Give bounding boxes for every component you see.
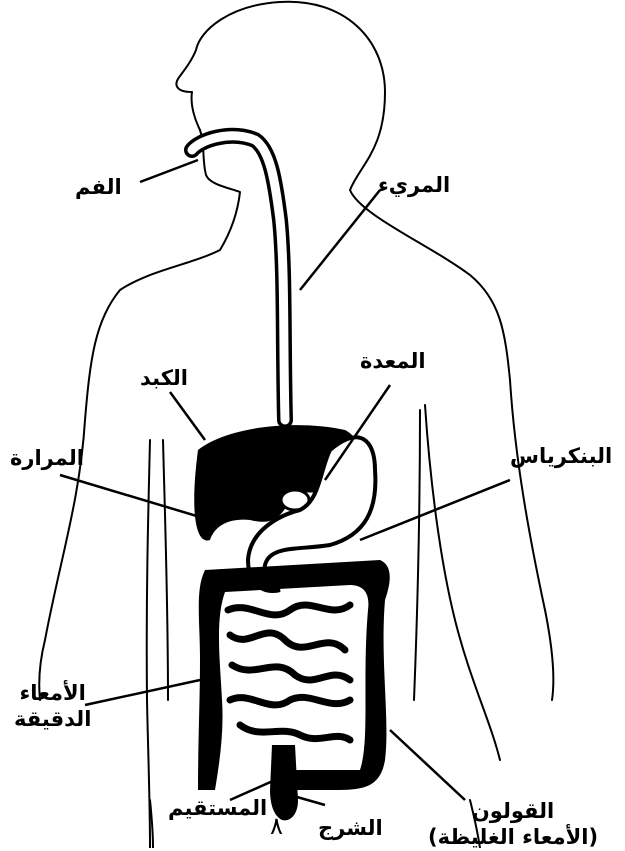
label-small-intestine-line2: الدقيقة [14,706,91,732]
label-large-intestine-line1: القولون [428,798,598,824]
label-anus: الشرج [318,815,383,841]
gallbladder-leader [60,475,210,520]
label-gallbladder: المرارة [10,445,84,471]
label-rectum: المستقيم [168,795,267,821]
small-intestine-leader [85,680,200,705]
label-esophagus: المريء [378,172,450,198]
label-large-intestine: القولون (الأمعاء الغليظة) [428,798,598,851]
label-stomach: المعدة [360,348,426,374]
small-intestine-coils [228,605,350,740]
label-pancreas: البنكرياس [510,443,612,469]
label-small-intestine-line1: الأمعاء [14,680,91,706]
label-liver: الكبد [140,365,188,391]
right-torso-line [414,410,420,700]
pancreas-leader [360,480,510,540]
label-large-intestine-line2: (الأمعاء الغليظة) [428,824,598,850]
label-mouth: الفم [75,174,122,200]
left-torso-line [163,440,168,700]
liver-leader [170,392,205,440]
mouth-leader [140,160,198,182]
large-intestine-leader [390,730,465,800]
rectum-shape [270,745,298,820]
label-small-intestine: الأمعاء الدقيقة [14,680,91,733]
page-number: ٨ [270,812,283,840]
esophagus-leader [300,190,380,290]
right-arm-inner [425,405,500,760]
